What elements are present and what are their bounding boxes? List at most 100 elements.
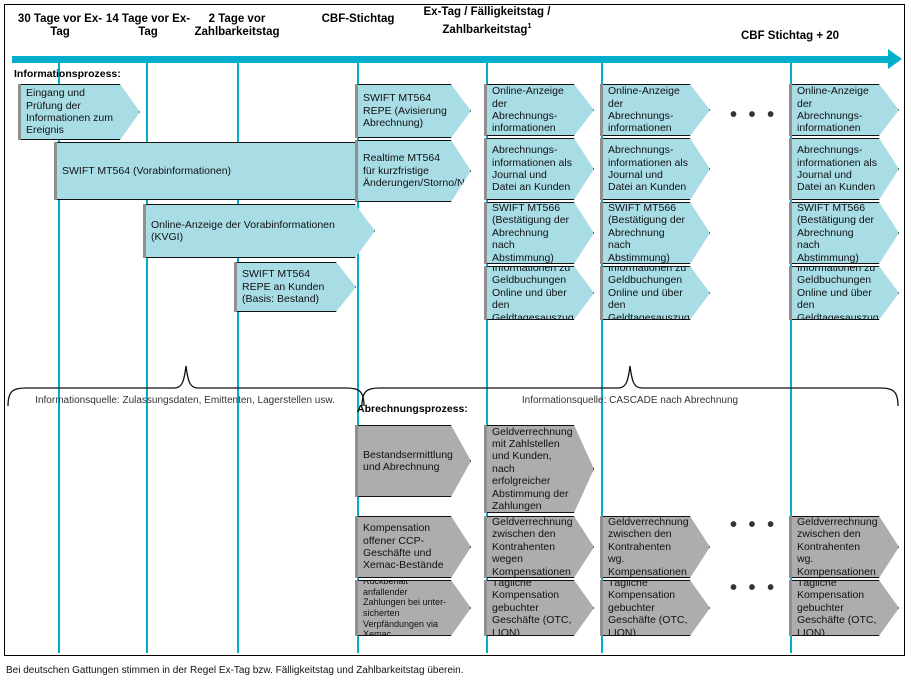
source-label-right: Informationsquelle: CASCADE nach Abrechn… — [521, 395, 739, 406]
timeline-header-label: CBF-Stichtag — [321, 13, 395, 25]
arrow-left-bar — [789, 516, 792, 578]
info-box-text: Informationen zu Geldbuchungen Online un… — [608, 261, 690, 324]
info-box-online-anzeige-abrechnung-extag: Online-Anzeige der Abrechnungs-informati… — [484, 84, 594, 136]
settlement-box-geldverrechnung-kontrahenten-extag: Geldverrechnung zwischen den Kontrahente… — [484, 516, 594, 578]
info-box-text: Online-Anzeige der Vorabinformationen (K… — [151, 218, 335, 243]
arrow-left-bar — [600, 138, 603, 200]
arrow-left-bar — [484, 84, 487, 136]
arrow-left-bar — [484, 138, 487, 200]
source-label-left: Informationsquelle: Zulassungsdaten, Emi… — [35, 395, 335, 406]
info-box-swift-mt564-vorabinformationen: SWIFT MT564 (Vorabinformationen) — [54, 142, 382, 200]
timeline-header-2-tage: 2 Tage vor Zahlbarkeitstag — [174, 13, 300, 39]
info-box-eingang-pruefung: Eingang und Prüfung der Informationen zu… — [18, 84, 140, 140]
timeline-tick-1 — [58, 63, 60, 653]
timeline-header-ex-tag: Ex-Tag / Fälligkeitstag / Zahlbarkeitsta… — [420, 6, 554, 37]
timeline-tick-5 — [486, 63, 488, 653]
settlement-process-label: Abrechnungsprozess: — [357, 403, 468, 415]
timeline-tick-2 — [146, 63, 148, 653]
timeline-header-label: 2 Tage vor Zahlbarkeitstag — [194, 13, 280, 38]
info-box-text: Online-Anzeige der Abrechnungs-informati… — [797, 85, 869, 135]
arrow-left-bar — [355, 516, 358, 578]
info-box-realtime-mt564: Realtime MT564 für kurzfristige Änderung… — [355, 140, 471, 202]
footnote-marker: 1 — [527, 21, 532, 30]
settlement-box-text: Rückbehalt anfallender Zahlungen bei unt… — [363, 576, 447, 640]
arrow-left-bar — [54, 142, 57, 200]
arrow-left-bar — [789, 580, 792, 636]
timeline-tick-3 — [237, 63, 239, 653]
timeline-axis — [12, 56, 890, 63]
info-box-online-anzeige-abrechnung-last: Online-Anzeige der Abrechnungs-informati… — [789, 84, 899, 136]
info-box-text: Abrechnungs-informationen als Journal un… — [797, 144, 877, 194]
timeline-header-label: CBF Stichtag + 20 — [740, 30, 840, 42]
info-box-geldbuchungen-last: Informationen zu Geldbuchungen Online un… — [789, 266, 899, 320]
settlement-box-text: Geldverrechnung zwischen den Kontrahente… — [797, 515, 878, 578]
info-box-swift-mt564-repe-an-kunden: SWIFT MT564 REPE an Kunden (Basis: Besta… — [234, 262, 356, 312]
footnote-text: Bei deutschen Gattungen stimmen in der R… — [6, 665, 464, 676]
source-bracket-right — [361, 365, 899, 406]
arrow-left-bar — [234, 262, 237, 312]
settlement-process-ellipsis-2: • • • — [730, 577, 778, 599]
settlement-process-ellipsis-1: • • • — [730, 514, 778, 536]
info-process-label: Informationsprozess: — [14, 68, 121, 80]
info-box-text: Online-Anzeige der Abrechnungs-informati… — [492, 85, 564, 135]
settlement-box-geldverrechnung-zahlstellen: Geldverrechnung mit Zahlstellen und Kund… — [484, 425, 594, 513]
info-box-swift-mt566-next: SWIFT MT566 (Bestätigung der Abrechnung … — [600, 202, 710, 264]
arrow-left-bar — [484, 202, 487, 264]
settlement-box-text: Tägliche Kompensation gebuchter Geschäft… — [492, 576, 572, 639]
info-box-geldbuchungen-extag: Informationen zu Geldbuchungen Online un… — [484, 266, 594, 320]
info-box-text: SWIFT MT566 (Bestätigung der Abrechnung … — [492, 201, 570, 264]
arrow-left-bar — [600, 202, 603, 264]
timeline-header-label: 30 Tage vor Ex-Tag — [17, 13, 103, 38]
settlement-box-taegliche-kompensation-extag: Tägliche Kompensation gebuchter Geschäft… — [484, 580, 594, 636]
arrow-left-bar — [355, 580, 358, 636]
arrow-left-bar — [18, 84, 21, 140]
arrow-left-bar — [600, 84, 603, 136]
timeline-tick-7 — [790, 63, 792, 653]
settlement-box-text: Tägliche Kompensation gebuchter Geschäft… — [797, 576, 877, 639]
settlement-box-text: Geldverrechnung zwischen den Kontrahente… — [608, 515, 689, 578]
settlement-box-text: Tägliche Kompensation gebuchter Geschäft… — [608, 576, 688, 639]
info-box-online-anzeige-abrechnung-next: Online-Anzeige der Abrechnungs-informati… — [600, 84, 710, 136]
arrow-left-bar — [355, 140, 358, 202]
settlement-box-taegliche-kompensation-last: Tägliche Kompensation gebuchter Geschäft… — [789, 580, 899, 636]
info-box-text: Informationen zu Geldbuchungen Online un… — [797, 261, 879, 324]
arrow-left-bar — [789, 84, 792, 136]
info-box-text: Eingang und Prüfung der Informationen zu… — [26, 87, 113, 137]
info-box-online-anzeige-vorabinformationen: Online-Anzeige der Vorabinformationen (K… — [143, 204, 375, 258]
arrow-left-bar — [600, 516, 603, 578]
settlement-box-text: Geldverrechnung mit Zahlstellen und Kund… — [492, 425, 573, 513]
info-box-geldbuchungen-next: Informationen zu Geldbuchungen Online un… — [600, 266, 710, 320]
arrow-left-bar — [143, 204, 146, 258]
info-box-text: Online-Anzeige der Abrechnungs-informati… — [608, 85, 680, 135]
info-box-swift-mt566-last: SWIFT MT566 (Bestätigung der Abrechnung … — [789, 202, 899, 264]
arrow-left-bar — [484, 516, 487, 578]
info-box-text: SWIFT MT564 REPE (Avisierung Abrechnung) — [363, 92, 447, 130]
arrow-left-bar — [355, 425, 358, 497]
settlement-box-geldverrechnung-kontrahenten-last: Geldverrechnung zwischen den Kontrahente… — [789, 516, 899, 578]
timeline-header-14-tage: 14 Tage vor Ex-Tag — [100, 13, 196, 39]
arrow-left-bar — [484, 266, 487, 320]
info-box-text: Informationen zu Geldbuchungen Online un… — [492, 261, 574, 324]
timeline-header-cbf-stichtag: CBF-Stichtag — [313, 13, 403, 26]
info-box-text: SWIFT MT564 REPE an Kunden (Basis: Besta… — [242, 268, 325, 306]
timeline-header-cbf-plus-20: CBF Stichtag + 20 — [684, 30, 896, 43]
arrow-left-bar — [600, 580, 603, 636]
settlement-box-text: Bestandsermittlung und Abrechnung — [363, 448, 453, 473]
timeline-header-30-tage: 30 Tage vor Ex-Tag — [12, 13, 108, 39]
settlement-box-bestandsermittlung: Bestandsermittlung und Abrechnung — [355, 425, 471, 497]
settlement-box-text: Kompensation offener CCP-Geschäfte und X… — [363, 522, 444, 572]
info-box-swift-mt564-repe-avisierung: SWIFT MT564 REPE (Avisierung Abrechnung) — [355, 84, 471, 138]
info-box-text: SWIFT MT564 (Vorabinformationen) — [62, 164, 232, 177]
arrow-left-bar — [789, 138, 792, 200]
arrow-left-bar — [484, 425, 487, 513]
arrow-left-bar — [789, 202, 792, 264]
info-box-swift-mt566-extag: SWIFT MT566 (Bestätigung der Abrechnung … — [484, 202, 594, 264]
info-box-text: Abrechnungs-informationen als Journal un… — [492, 144, 572, 194]
info-box-text: SWIFT MT566 (Bestätigung der Abrechnung … — [608, 201, 686, 264]
timeline-header-label: 14 Tage vor Ex-Tag — [105, 13, 191, 38]
arrow-left-bar — [600, 266, 603, 320]
info-box-abrechnungsinfo-journal-extag: Abrechnungs-informationen als Journal un… — [484, 138, 594, 200]
info-box-abrechnungsinfo-journal-next: Abrechnungs-informationen als Journal un… — [600, 138, 710, 200]
source-bracket-left — [7, 365, 365, 406]
